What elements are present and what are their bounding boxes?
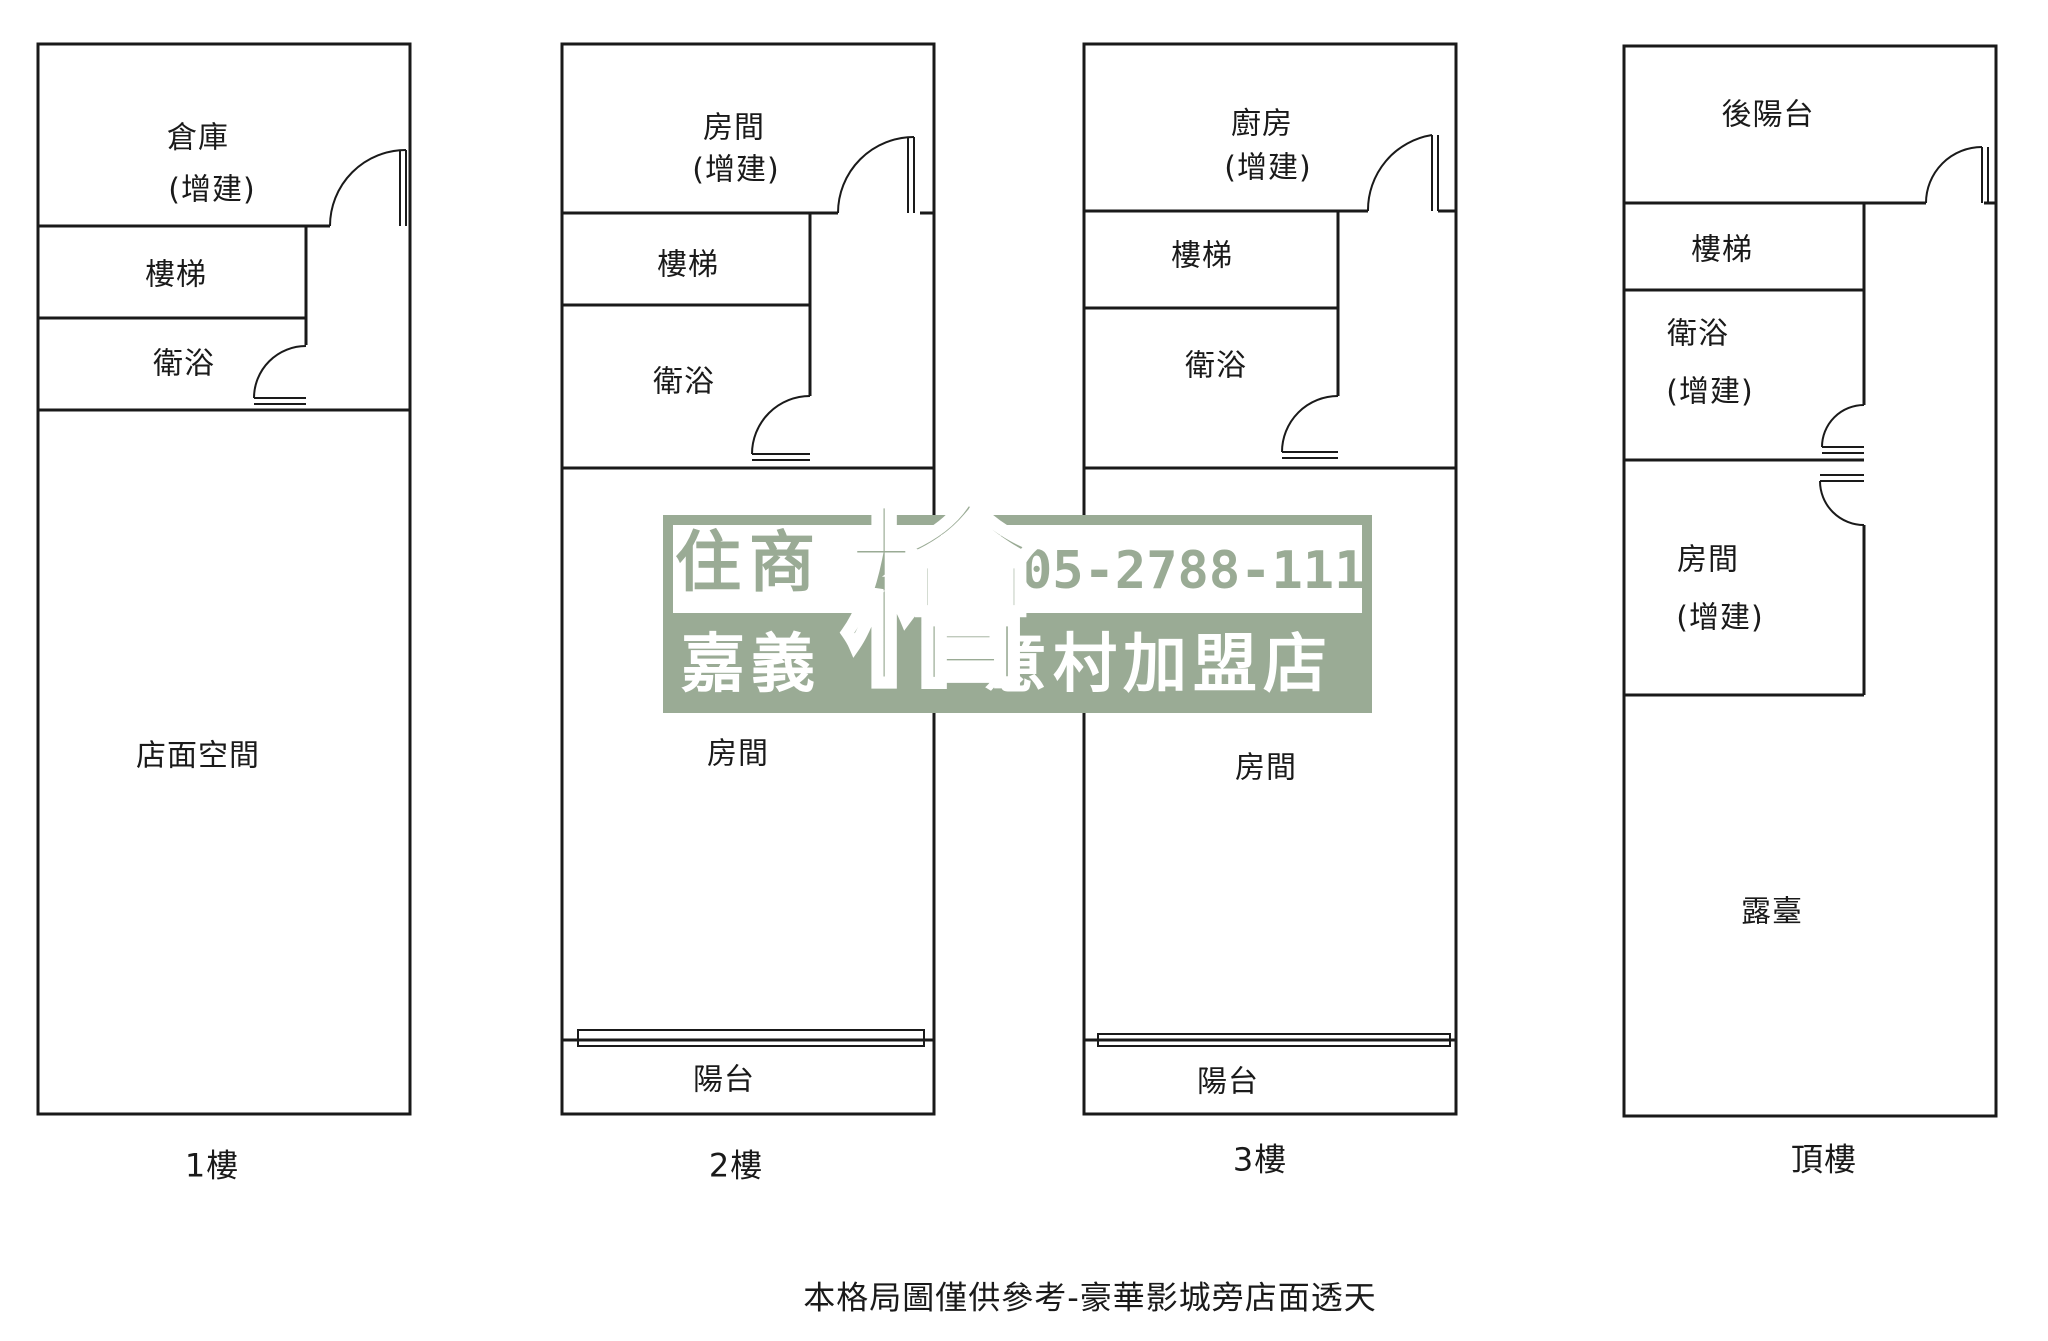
floor-label-top: 頂樓 (1790, 1140, 1858, 1179)
room-label-room-2f: 房間 (707, 736, 769, 772)
watermark-phone: 05-2788-111 (1021, 541, 1366, 601)
room-label-stairs-3f: 樓梯 (1171, 238, 1233, 274)
room-label-kitchen: 廚房 (1231, 106, 1293, 142)
room-label-room-top: 房間 (1677, 542, 1739, 578)
floor-label-2f: 2樓 (708, 1146, 764, 1185)
room-label-rear-balcony: 後陽台 (1721, 97, 1815, 133)
room-label-storage: 倉庫 (167, 120, 229, 156)
floor-2-balcony-window (577, 1029, 925, 1047)
watermark-big-character: 檜 (838, 484, 1040, 714)
agency-watermark: 住商 05-2788-111 嘉義 意村加盟店 檜 (663, 498, 1372, 713)
room-label-bath-1f: 衛浴 (153, 346, 215, 382)
room-label-room-3f: 房間 (1235, 750, 1297, 786)
watermark-top-band (673, 525, 1362, 613)
room-label-shop: 店面空間 (136, 738, 260, 774)
floor-3-door-kitchen (1366, 134, 1439, 212)
room-note-storage: (增建) (168, 172, 256, 208)
room-label-terrace: 露臺 (1741, 894, 1803, 930)
room-label-room-top-2f: 房間 (703, 110, 765, 146)
floor-top-walls (1622, 44, 1998, 1118)
watermark-brand-text: 住商 (675, 523, 823, 601)
floor-label-1f: 1樓 (184, 1146, 240, 1185)
room-note-room-top-2f: (增建) (692, 152, 780, 188)
room-label-balcony-3f: 陽台 (1197, 1064, 1259, 1100)
floor-top-door-rear (1925, 146, 1989, 204)
room-note-kitchen: (增建) (1224, 150, 1312, 186)
floor-2-door-bath (751, 395, 811, 461)
room-label-bath-top: 衛浴 (1667, 316, 1729, 352)
floor-top-door-bath (1821, 404, 1865, 454)
room-label-bath-2f: 衛浴 (653, 364, 715, 400)
floor-2-door-room (837, 136, 915, 214)
room-label-bath-3f: 衛浴 (1185, 348, 1247, 384)
room-note-room-top: (增建) (1676, 600, 1764, 636)
room-label-balcony-2f: 陽台 (693, 1062, 755, 1098)
room-label-stairs-top: 樓梯 (1691, 232, 1753, 268)
floor-3-balcony-window (1097, 1033, 1451, 1047)
floor-1-door-bath (253, 345, 307, 405)
floor-top-door-room (1819, 474, 1865, 526)
floor-1-walls (36, 42, 412, 1116)
watermark-city: 嘉義 (681, 627, 821, 702)
room-label-stairs-2f: 樓梯 (657, 247, 719, 283)
floor-3-door-bath (1281, 395, 1339, 459)
room-note-bath-top: (增建) (1666, 374, 1754, 410)
watermark-store: 意村加盟店 (983, 627, 1333, 702)
floor-1-door-storage (329, 149, 407, 227)
figure-caption: 本格局圖僅供參考-豪華影城旁店面透天 (803, 1278, 1377, 1317)
room-label-stairs-1f: 樓梯 (145, 257, 207, 293)
floor-label-3f: 3樓 (1232, 1140, 1288, 1179)
